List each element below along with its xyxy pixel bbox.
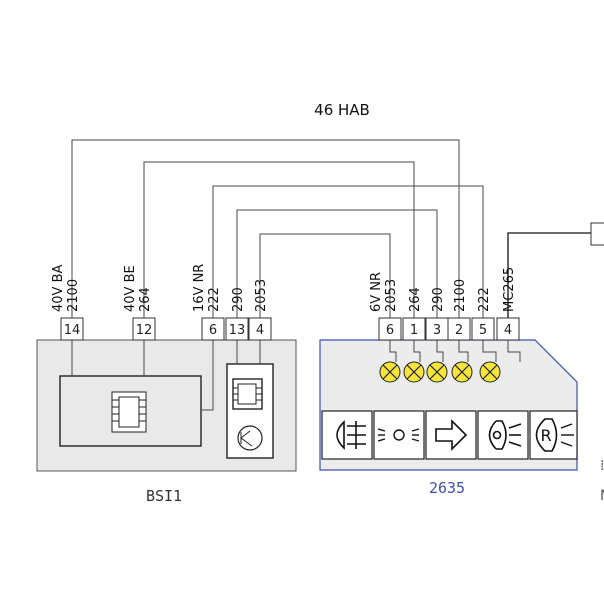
wire-264 (143, 161, 415, 318)
chip-small-icon (232, 378, 263, 410)
bsi1-pin-number: 14 (64, 323, 81, 338)
panel-pin-number: 3 (433, 323, 441, 338)
rear-fog-icon (488, 420, 522, 450)
panel-lamps (379, 340, 521, 383)
bsi1-wire-number: 222 (207, 287, 222, 312)
bsi1-unit: BSI1 (36, 339, 297, 505)
bsi1-wire-number: 264 (138, 287, 153, 312)
parking-lamp-icon (377, 428, 420, 442)
panel-pin-number: 2 (455, 323, 463, 338)
panel-pin-4 (496, 317, 520, 341)
wire-290 (236, 209, 438, 318)
panel-pin-2 (447, 317, 471, 341)
bsi1-pin-13 (225, 317, 249, 341)
lamp-wire (436, 340, 444, 362)
panel-2635-label: 2635 (429, 479, 465, 497)
bsi1-pin-number: 4 (256, 323, 264, 338)
panel-pin-number: 6 (386, 323, 394, 338)
panel-voltage-color-label: 6V NR (369, 272, 384, 312)
bsi1-wire-number: 290 (231, 287, 246, 312)
offpage-connector (590, 222, 604, 246)
wire-2053 (259, 233, 391, 318)
transistor-icon (237, 425, 263, 451)
panel-symbol-row: R (321, 410, 578, 460)
bsi1-pin-6 (201, 317, 225, 341)
panel-pin-1 (402, 317, 426, 341)
edge-char-1: ⁞ (600, 458, 604, 474)
lamp-icon (479, 361, 501, 383)
panel-pin-number: 4 (504, 323, 512, 338)
panel-pin-6 (378, 317, 402, 341)
panel-pin-number: 1 (410, 323, 418, 338)
panel-2635: R 2635 (319, 339, 578, 497)
panel-pin-number: 5 (479, 323, 487, 338)
bsi1-label: BSI1 (146, 487, 182, 505)
panel-wire-number: 2053 (384, 279, 399, 312)
bsi1-wire-number: 2053 (254, 279, 269, 312)
lamp-icon (426, 361, 448, 383)
bsi1-pin-number: 13 (229, 323, 246, 338)
bsi1-pin-4 (248, 317, 272, 341)
wire-2100 (71, 139, 460, 318)
fog-lamp-icon (336, 420, 366, 450)
panel-wire-number: 2100 (453, 279, 468, 312)
lamp-wire (458, 340, 469, 362)
bsi1-pin-number: 6 (209, 323, 217, 338)
bsi1-pin-number: 12 (136, 323, 153, 338)
bsi1-connector: 14 12 6 13 4 (60, 317, 272, 341)
bsi1-voltage-color-label: 16V NR (192, 264, 207, 312)
wire-222 (212, 185, 484, 318)
direction-arrow-icon (435, 419, 468, 451)
bsi1-pin-14 (60, 317, 84, 341)
panel-pin-5 (471, 317, 495, 341)
panel-2635-wire-labels: 2053 264 290 2100 222 MC265 6V NR (369, 267, 517, 312)
panel-wire-number: MC265 (502, 267, 517, 312)
wire-mc265 (507, 232, 591, 318)
lamp-icon (379, 361, 401, 383)
lamp-wire (482, 340, 497, 362)
lamp-wire (413, 340, 421, 362)
bsi1-pin-12 (132, 317, 156, 341)
edge-char-2: N (600, 488, 604, 504)
lamp-icon (403, 361, 425, 383)
lamp-icon (451, 361, 473, 383)
reverse-symbol-letter: R (540, 426, 551, 445)
panel-wire-number: 264 (408, 287, 423, 312)
bsi1-voltage-color-label: 40V BE (123, 265, 138, 312)
lamp-wire (389, 340, 397, 362)
panel-wire-number: 290 (431, 287, 446, 312)
harness-wires (71, 139, 591, 318)
harness-label: 46 HAB (314, 101, 370, 119)
bsi1-wire-number: 2100 (66, 279, 81, 312)
panel-wire-number: 222 (477, 287, 492, 312)
reverse-lamp-icon: R (535, 418, 574, 452)
bsi1-voltage-color-label: 40V BA (51, 265, 66, 312)
common-wire (507, 340, 521, 362)
chip-icon (111, 391, 147, 433)
